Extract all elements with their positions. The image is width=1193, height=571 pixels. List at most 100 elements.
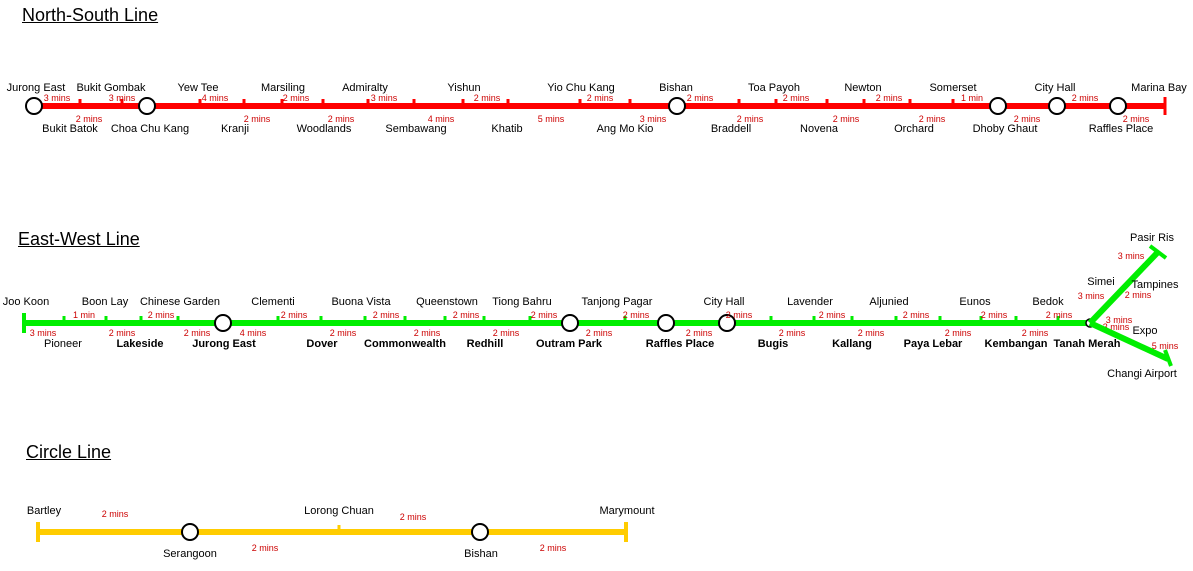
ns-travel-time: 2 mins xyxy=(587,93,614,103)
ns-station-marina-bay-marker[interactable] xyxy=(1163,97,1167,115)
cc-station-serangoon-label: Serangoon xyxy=(163,548,217,560)
cc-terminus-bartley xyxy=(36,522,40,542)
ew-travel-time: 3 mins xyxy=(1103,322,1130,332)
ns-travel-time: 2 mins xyxy=(328,114,355,124)
ew-station-outram-park-label: Outram Park xyxy=(536,338,603,350)
ns-travel-time: 3 mins xyxy=(640,114,667,124)
ns-station-marina-bay-label: Marina Bay xyxy=(1131,82,1187,94)
ns-station-admiralty-marker[interactable] xyxy=(366,99,370,106)
ns-station-yishun-marker[interactable] xyxy=(461,99,465,106)
cc-terminus-marymount xyxy=(624,522,628,542)
ns-station-somerset-marker[interactable] xyxy=(951,99,955,106)
ew-station-city-hall-marker[interactable] xyxy=(718,314,736,332)
ns-station-marsiling-marker[interactable] xyxy=(280,99,284,106)
ew-station-commonwealth-marker[interactable] xyxy=(403,316,407,323)
ns-station-woodlands-marker[interactable] xyxy=(321,99,325,106)
cc-station-bishan-label: Bishan xyxy=(464,548,498,560)
ns-station-raffles-place-label: Raffles Place xyxy=(1089,123,1154,135)
cc-station-lorong-chuan-marker[interactable] xyxy=(337,525,341,532)
ew-station-raffles-place-label: Raffles Place xyxy=(646,338,714,350)
ns-station-yio-chu-kang-label: Yio Chu Kang xyxy=(547,82,614,94)
ns-station-somerset-label: Somerset xyxy=(929,82,976,94)
ew-station-outram-park-marker[interactable] xyxy=(561,314,579,332)
ew-station-bedok-marker[interactable] xyxy=(1056,316,1060,323)
ew-station-clementi-marker[interactable] xyxy=(276,316,280,323)
ew-station-kembangan-marker[interactable] xyxy=(1014,316,1018,323)
ew-station-paya-lebar-label: Paya Lebar xyxy=(904,338,963,350)
ns-station-toa-payoh-marker[interactable] xyxy=(774,99,778,106)
ew-station-dover-marker[interactable] xyxy=(319,316,323,323)
ew-station-eunos-label: Eunos xyxy=(959,296,991,308)
ns-station-novena-marker[interactable] xyxy=(825,99,829,106)
ns-station-ang-mo-kio-marker[interactable] xyxy=(628,99,632,106)
ew-travel-time: 2 mins xyxy=(903,310,930,320)
ew-station-kallang-marker[interactable] xyxy=(850,316,854,323)
ns-station-raffles-place-marker[interactable] xyxy=(1109,97,1127,115)
ew-travel-time: 2 mins xyxy=(1022,328,1049,338)
ns-station-braddell-marker[interactable] xyxy=(737,99,741,106)
ew-travel-time: 2 mins xyxy=(1046,310,1073,320)
ew-travel-time: 2 mins xyxy=(1125,290,1152,300)
ew-terminus-joo-koon xyxy=(22,313,26,333)
ns-travel-time: 2 mins xyxy=(687,93,714,103)
ns-station-choa-chu-kang-marker[interactable] xyxy=(138,97,156,115)
ew-station-boon-lay-marker[interactable] xyxy=(104,316,108,323)
ew-travel-time: 2 mins xyxy=(281,310,308,320)
ew-station-lakeside-marker[interactable] xyxy=(139,316,143,323)
ns-station-bukit-batok-marker[interactable] xyxy=(78,99,82,106)
ns-station-sembawang-marker[interactable] xyxy=(412,99,416,106)
ew-travel-time: 2 mins xyxy=(493,328,520,338)
ns-travel-time: 1 min xyxy=(961,93,983,103)
ns-station-bukit-gombak-marker[interactable] xyxy=(120,99,124,106)
ns-station-bishan-marker[interactable] xyxy=(668,97,686,115)
ew-station-tiong-bahru-label: Tiong Bahru xyxy=(492,296,552,308)
ew-station-eunos-marker[interactable] xyxy=(979,316,983,323)
ns-station-yew-tee-marker[interactable] xyxy=(198,99,202,106)
ew-station-tiong-bahru-marker[interactable] xyxy=(528,316,532,323)
cc-station-serangoon-marker[interactable] xyxy=(181,523,199,541)
ns-travel-time: 2 mins xyxy=(1072,93,1099,103)
ew-travel-time: 2 mins xyxy=(586,328,613,338)
ew-station-lavender-marker[interactable] xyxy=(812,316,816,323)
ew-station-redhill-marker[interactable] xyxy=(482,316,486,323)
ew-station-chinese-garden-marker[interactable] xyxy=(176,316,180,323)
ns-station-khatib-label: Khatib xyxy=(491,123,522,135)
ns-station-dhoby-ghaut-marker[interactable] xyxy=(989,97,1007,115)
ew-station-jurong-east-marker[interactable] xyxy=(214,314,232,332)
ns-travel-time: 2 mins xyxy=(474,93,501,103)
ns-station-kranji-marker[interactable] xyxy=(242,99,246,106)
ns-station-yio-chu-kang-marker[interactable] xyxy=(578,99,582,106)
ew-station-buona-vista-marker[interactable] xyxy=(363,316,367,323)
cc-travel-time: 2 mins xyxy=(252,543,279,553)
cc-station-bishan-marker[interactable] xyxy=(471,523,489,541)
ns-station-woodlands-label: Woodlands xyxy=(297,123,352,135)
cc-station-marymount-label: Marymount xyxy=(599,505,654,517)
ew-travel-time: 2 mins xyxy=(779,328,806,338)
cc-station-bartley-label: Bartley xyxy=(27,505,62,517)
ew-station-raffles-place-marker[interactable] xyxy=(657,314,675,332)
ew-branch-pasir-ris-track xyxy=(1087,249,1161,326)
ns-station-bishan-label: Bishan xyxy=(659,82,693,94)
ns-station-jurong-east-marker[interactable] xyxy=(25,97,43,115)
ew-station-paya-lebar-marker[interactable] xyxy=(938,316,942,323)
ew-station-buona-vista-label: Buona Vista xyxy=(331,296,391,308)
ew-station-bugis-label: Bugis xyxy=(758,338,789,350)
ew-travel-time: 3 mins xyxy=(30,328,57,338)
ns-travel-time: 3 mins xyxy=(44,93,71,103)
ew-travel-time: 2 mins xyxy=(945,328,972,338)
ew-station-aljunied-marker[interactable] xyxy=(894,316,898,323)
ns-station-khatib-marker[interactable] xyxy=(506,99,510,106)
ew-travel-time: 2 mins xyxy=(623,310,650,320)
ew-station-pioneer-marker[interactable] xyxy=(62,316,66,323)
ns-station-orchard-marker[interactable] xyxy=(908,99,912,106)
ew-station-tanjong-pagar-marker[interactable] xyxy=(623,316,627,323)
ew-station-joo-koon-label: Joo Koon xyxy=(3,296,49,308)
ns-station-jurong-east-label: Jurong East xyxy=(7,82,66,94)
ns-station-city-hall-marker[interactable] xyxy=(1048,97,1066,115)
ns-travel-time: 2 mins xyxy=(737,114,764,124)
ew-travel-time: 2 mins xyxy=(148,310,175,320)
ew-station-queenstown-marker[interactable] xyxy=(443,316,447,323)
ns-station-newton-marker[interactable] xyxy=(862,99,866,106)
ew-station-bugis-marker[interactable] xyxy=(769,316,773,323)
ew-station-tanjong-pagar-label: Tanjong Pagar xyxy=(582,296,653,308)
